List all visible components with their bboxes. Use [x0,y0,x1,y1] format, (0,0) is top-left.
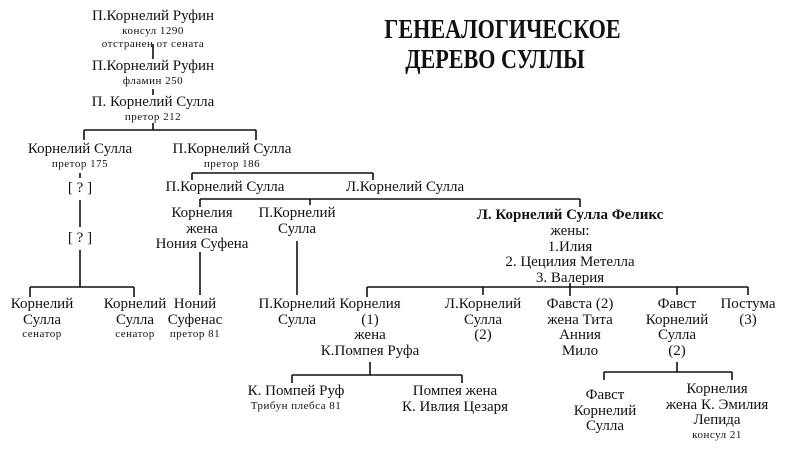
person-name-line: Ноний [173,296,217,312]
person-name-line: П.Корнелий [258,205,336,221]
person-unknown1: [ ? ] [67,180,93,197]
person-name-line: Сулла [277,220,317,237]
person-lsulla: Л.Корнелий Сулла [345,179,465,196]
person-name-line: Корнелий [10,296,74,312]
person-name-line: П.Корнелий [258,296,336,312]
person-name-line: Фавст [585,387,625,403]
diagram-title-line1: ГЕНЕАЛОГИЧЕСКОЕ [384,14,621,44]
person-name-line: Корнелий [573,402,637,419]
person-name-line: [ ? ] [67,230,93,246]
person-name-line: Корнелия [171,205,233,221]
person-name-line: 3. Валерия [535,269,605,286]
person-name-line: П.Корнелий Руфин [91,8,215,24]
person-name-line: Сулла [463,311,503,328]
person-name-line: К. Ивлия Цезаря [401,398,509,415]
person-title: фламин 250 [122,74,184,87]
person-title: сенатор [115,328,155,340]
person-unknown2: [ ? ] [67,230,93,247]
diagram-title-line2: ДЕРЕВО СУЛЛЫ [405,44,585,74]
person-name-line: П.Корнелий Сулла [172,141,292,157]
person-name-line: Помпея жена [412,383,498,399]
person-name-line: К. Помпей Руф [247,383,345,399]
person-title: претор 212 [124,110,182,123]
person-name-line: Сулла [22,311,62,328]
person-name-line: Корнелия [339,296,401,312]
person-name-line: Л.Корнелий Сулла [345,179,465,195]
person-name-line: Фавст [657,296,697,312]
person-name-line: Сулла [585,418,625,434]
person-name-line: Нония Суфена [155,236,249,252]
person-title: Трибун плебса 81 [250,399,342,412]
person-name-line: жены: [550,223,590,239]
person-name-line: (1) [361,311,379,328]
person-name-line: Корнелий Сулла [27,141,133,157]
person-name-line: Анния [559,327,601,343]
person-name-line: Л. Корнелий Сулла Феликс [476,207,664,223]
person-psulla: П.Корнелий Сулла [165,179,285,196]
person-name-line: К.Помпея Руфа [320,342,420,359]
person-name-line: жена К. Эмилия [665,396,769,413]
person-name-line: жена [186,220,218,237]
person-name-line: 2. Цецилия Метелла [505,254,635,270]
person-name-line: Л.Корнелий [444,296,522,312]
person-name-line: (2) [668,342,686,359]
person-title: консул 1290 [122,24,184,37]
person-name-line: (2) [474,327,492,343]
person-name-line: жена Тита [547,311,613,328]
person-name-line: Фавста (2) [546,296,614,312]
person-title: отстранен от сената [101,37,205,50]
person-name-line: Корнелий [103,296,167,312]
person-title: претор 175 [51,157,109,170]
person-title: претор 81 [169,328,221,340]
person-name-line: Лепида [693,412,741,428]
person-name-line: Мило [561,342,599,359]
person-name-line: П.Корнелий Сулла [165,179,285,195]
person-name-line: (3) [739,311,757,328]
person-name-line: Сулла [115,311,155,328]
person-name-line: [ ? ] [67,180,93,196]
person-name-line: Постума [720,296,776,312]
person-title: сенатор [22,328,62,340]
person-name-line: Корнелий [645,311,709,328]
person-name-line: Сулла [277,311,317,328]
person-name-line: Суфенас [167,311,223,328]
person-name-line: П. Корнелий Сулла [91,94,215,110]
person-name-line: Корнелия [686,381,748,397]
person-title: претор 186 [203,157,261,170]
person-name-line: 1.Илия [547,238,593,255]
person-name-line: Сулла [657,327,697,343]
person-postuma: Постума(3) [720,296,776,328]
person-title: консул 21 [692,428,742,441]
person-name-line: жена [354,327,386,343]
person-name-line: П.Корнелий Руфин [91,58,215,74]
